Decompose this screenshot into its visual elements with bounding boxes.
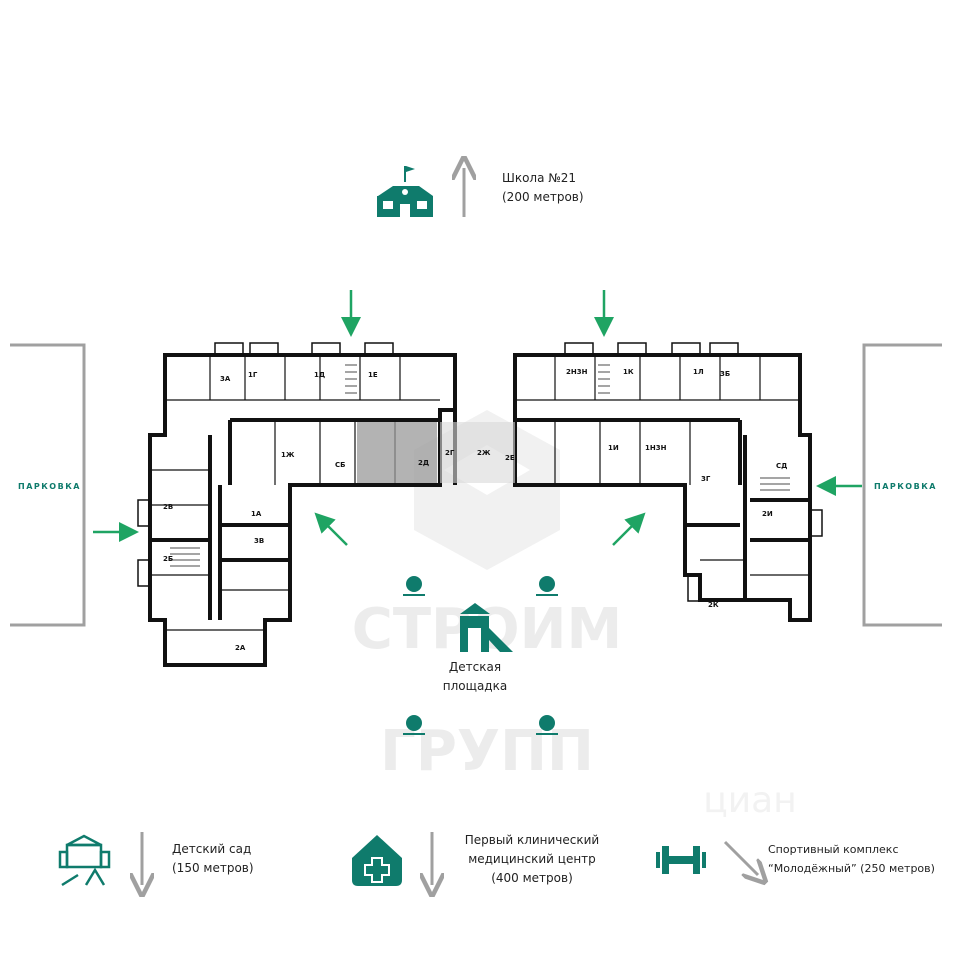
clinic-label: Первый клинический медицинский центр (40… bbox=[452, 831, 612, 888]
unit-label: 1А bbox=[251, 510, 262, 518]
interior-walls bbox=[150, 355, 810, 631]
parking-right-label: ПАРКОВКА bbox=[874, 482, 937, 491]
kindergarten-distance: (150 метров) bbox=[172, 861, 254, 875]
kindergarten-icon bbox=[58, 834, 111, 887]
unit-label: 2Н3Н bbox=[566, 368, 588, 376]
parking-left-label: ПАРКОВКА bbox=[18, 482, 81, 491]
kindergarten-label: Детский сад (150 метров) bbox=[172, 840, 254, 878]
tree-icon bbox=[536, 576, 558, 596]
unit-label: 1Г bbox=[248, 371, 258, 379]
sport-line2: “Молодёжный” (250 метров) bbox=[768, 862, 935, 875]
tree-icon bbox=[536, 715, 558, 735]
school-distance: (200 метров) bbox=[502, 190, 584, 204]
sport-line1: Спортивный комплекс bbox=[768, 843, 899, 856]
watermark-corner: циан bbox=[703, 780, 797, 821]
unit-label: 1Е bbox=[368, 371, 378, 379]
tree-icon bbox=[403, 715, 425, 735]
unit-label: 3Г bbox=[701, 475, 711, 483]
unit-label: 2Г bbox=[445, 449, 455, 457]
shaded-units bbox=[440, 422, 515, 483]
building-walls bbox=[148, 353, 812, 667]
unit-label: 2Б bbox=[163, 555, 173, 563]
unit-label: 3А bbox=[220, 375, 231, 383]
kindergarten-name: Детский сад bbox=[172, 842, 252, 856]
unit-label: 1Ж bbox=[281, 451, 295, 459]
stairs bbox=[170, 364, 790, 567]
clinic-line1: Первый клинический bbox=[464, 833, 600, 847]
parking-left-bracket bbox=[10, 343, 86, 627]
unit-label: 1К bbox=[623, 368, 634, 376]
entry-arrow-icon bbox=[314, 512, 348, 546]
clinic-icon bbox=[352, 835, 402, 886]
parking-right-bracket bbox=[862, 343, 942, 627]
unit-label: 2В bbox=[163, 503, 173, 511]
unit-label: СД bbox=[776, 462, 787, 470]
entry-arrow-icon bbox=[612, 512, 646, 546]
unit-label: 2Д bbox=[418, 459, 429, 467]
arrow-diagonal-icon bbox=[723, 840, 758, 875]
dumbbell-icon bbox=[656, 846, 706, 874]
playground-line2: площадка bbox=[442, 679, 508, 693]
unit-label: 3В bbox=[254, 537, 264, 545]
unit-label: 1И bbox=[608, 444, 619, 452]
unit-label: 1Л bbox=[693, 368, 704, 376]
unit-label: 1Д bbox=[314, 371, 325, 379]
unit-label: 2Ж bbox=[477, 449, 491, 457]
clinic-line2: медицинский центр bbox=[468, 852, 596, 866]
entry-arrows bbox=[93, 290, 862, 546]
highlighted-unit-2D[interactable] bbox=[357, 422, 437, 483]
school-icon bbox=[377, 166, 433, 217]
playground-label: Детская площадка bbox=[420, 658, 530, 696]
balconies bbox=[137, 342, 823, 602]
direction-arrows bbox=[142, 168, 758, 885]
unit-label: 3Б bbox=[720, 370, 730, 378]
unit-label: 2К bbox=[708, 601, 719, 609]
unit-label: СБ bbox=[335, 461, 345, 469]
clinic-distance: (400 метров) bbox=[491, 871, 573, 885]
school-name: Школа №21 bbox=[502, 171, 577, 185]
unit-label: 2Е bbox=[505, 454, 515, 462]
unit-label: 2И bbox=[762, 510, 773, 518]
tree-icon bbox=[403, 576, 425, 596]
playground-line1: Детская bbox=[448, 660, 502, 674]
trees bbox=[403, 576, 558, 735]
sport-label: Спортивный комплекс “Молодёжный” (250 ме… bbox=[768, 840, 935, 878]
unit-label: 1Н3Н bbox=[645, 444, 667, 452]
playground-icon bbox=[460, 603, 513, 652]
school-label: Школа №21 (200 метров) bbox=[502, 169, 584, 207]
unit-label: 2А bbox=[235, 644, 246, 652]
